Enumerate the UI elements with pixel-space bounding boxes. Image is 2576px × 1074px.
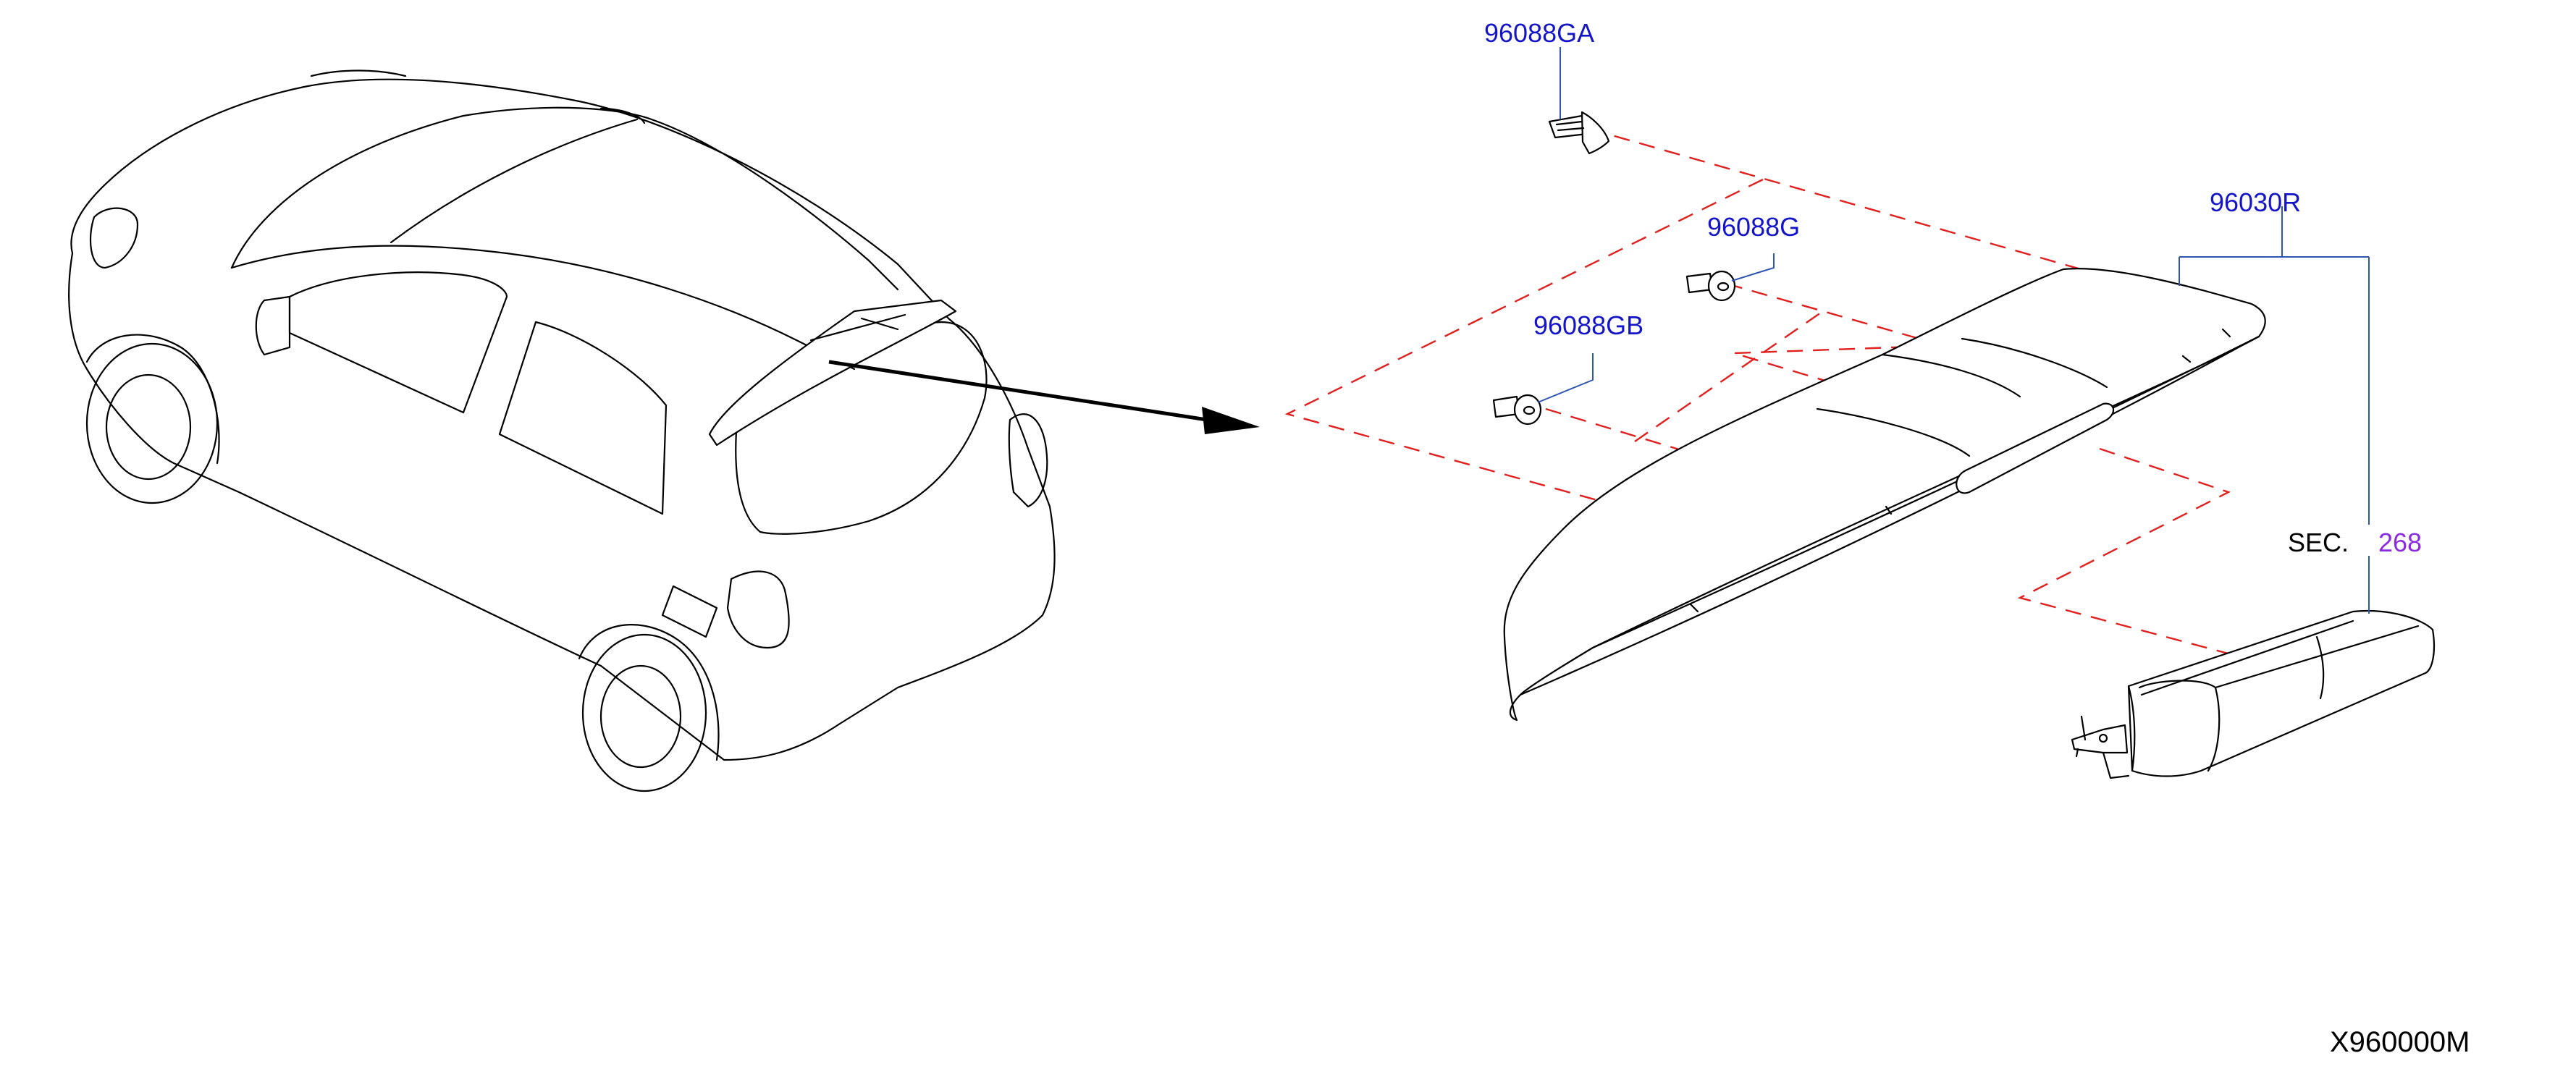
clip-96088ga-part xyxy=(1548,111,1610,155)
stop-lamp-part xyxy=(2071,610,2436,779)
clip-96088g-part xyxy=(1685,270,1736,302)
section-number-link[interactable]: 268 xyxy=(2378,528,2423,557)
part-label-96088ga[interactable]: 96088GA xyxy=(1484,18,1595,48)
leader-lines xyxy=(1537,47,2370,614)
pointer-arrow xyxy=(828,360,1260,434)
drawing-id: X960000M xyxy=(2330,1026,2470,1058)
car-illustration xyxy=(68,69,1056,792)
section-prefix: SEC. xyxy=(2288,528,2349,557)
clip-96088gb-part xyxy=(1492,394,1542,426)
rear-spoiler-part xyxy=(1503,268,2266,722)
part-label-96088g[interactable]: 96088G xyxy=(1707,212,1801,242)
part-label-96088gb[interactable]: 96088GB xyxy=(1533,310,1644,340)
part-label-96030r[interactable]: 96030R xyxy=(2210,187,2302,217)
